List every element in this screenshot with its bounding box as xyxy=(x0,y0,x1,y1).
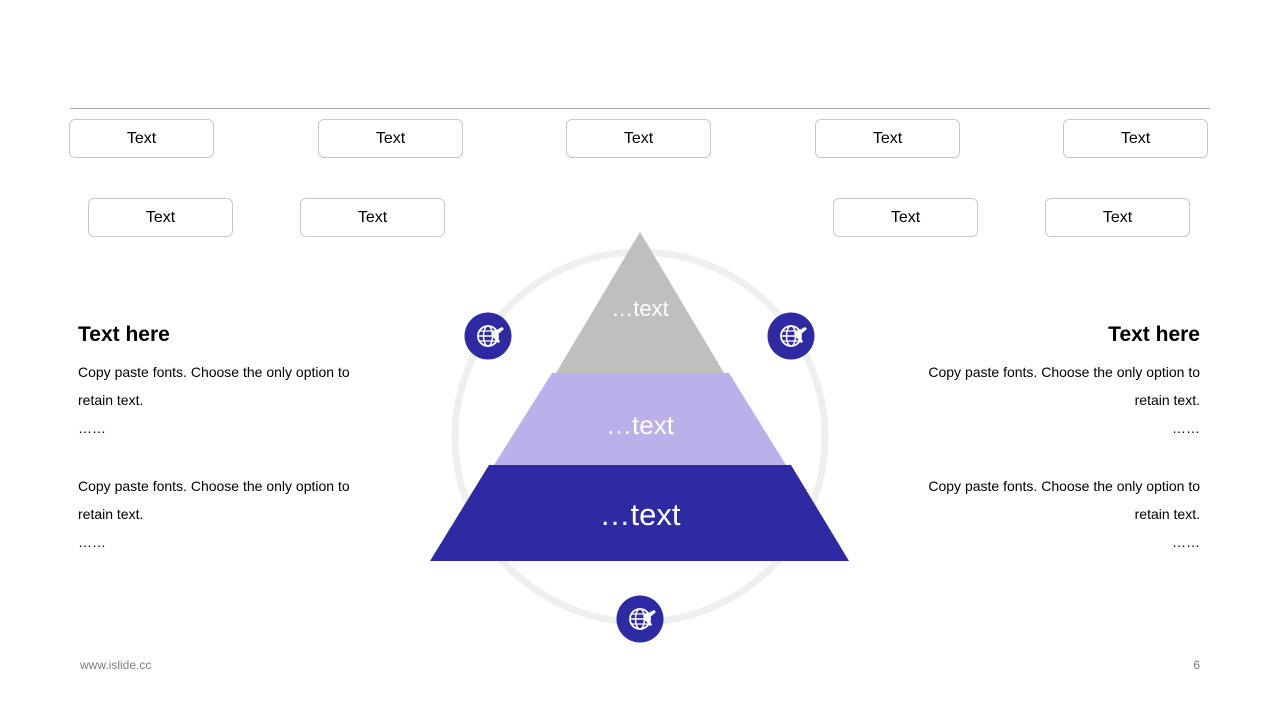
left-paragraph-1-line1: Copy paste fonts. Choose the only option… xyxy=(78,364,350,380)
right-heading: Text here xyxy=(1108,323,1200,346)
tier-top-label: …text xyxy=(611,296,668,321)
left-paragraph-2-ellipsis: …… xyxy=(78,534,106,550)
page-number: 6 xyxy=(1193,658,1200,672)
right-paragraph-1-ellipsis: …… xyxy=(1172,420,1200,436)
right-paragraph-2-line1: Copy paste fonts. Choose the only option… xyxy=(928,478,1200,494)
left-paragraph-2: Copy paste fonts. Choose the only option… xyxy=(78,472,378,556)
pyramid-tier-middle xyxy=(494,373,786,465)
right-paragraph-2-line2: retain text. xyxy=(1134,506,1200,522)
tier-middle-label: …text xyxy=(606,410,675,440)
label-box-top-1: Text xyxy=(69,119,214,158)
globe-plane-icon xyxy=(464,312,512,360)
label-box-mid-4: Text xyxy=(1045,198,1190,237)
left-heading: Text here xyxy=(78,323,170,346)
label-box-top-4: Text xyxy=(815,119,960,158)
right-paragraph-1-line2: retain text. xyxy=(1134,392,1200,408)
right-paragraph-2-ellipsis: …… xyxy=(1172,534,1200,550)
right-paragraph-1-line1: Copy paste fonts. Choose the only option… xyxy=(928,364,1200,380)
left-paragraph-1: Copy paste fonts. Choose the only option… xyxy=(78,358,378,442)
label-box-mid-1: Text xyxy=(88,198,233,237)
label-box-mid-2: Text xyxy=(300,198,445,237)
pyramid-tier-top xyxy=(556,232,724,373)
pyramid-tier-bottom xyxy=(430,465,849,561)
label-box-top-2: Text xyxy=(318,119,463,158)
tier-bottom-label: …text xyxy=(600,497,681,532)
footer-url[interactable]: www.islide.cc xyxy=(80,658,152,672)
label-box-mid-3: Text xyxy=(833,198,978,237)
right-paragraph-1: Copy paste fonts. Choose the only option… xyxy=(900,358,1200,442)
header-divider xyxy=(70,108,1210,109)
left-paragraph-2-line1: Copy paste fonts. Choose the only option… xyxy=(78,478,350,494)
left-text-column: Text here Copy paste fonts. Choose the o… xyxy=(78,320,378,586)
right-text-column: Text here Copy paste fonts. Choose the o… xyxy=(900,320,1200,586)
left-paragraph-2-line2: retain text. xyxy=(78,506,144,522)
left-paragraph-1-line2: retain text. xyxy=(78,392,144,408)
left-paragraph-1-ellipsis: …… xyxy=(78,420,106,436)
right-paragraph-2: Copy paste fonts. Choose the only option… xyxy=(900,472,1200,556)
globe-plane-icon xyxy=(616,595,664,643)
label-box-top-3: Text xyxy=(566,119,711,158)
label-box-top-5: Text xyxy=(1063,119,1208,158)
globe-plane-icon xyxy=(767,312,815,360)
